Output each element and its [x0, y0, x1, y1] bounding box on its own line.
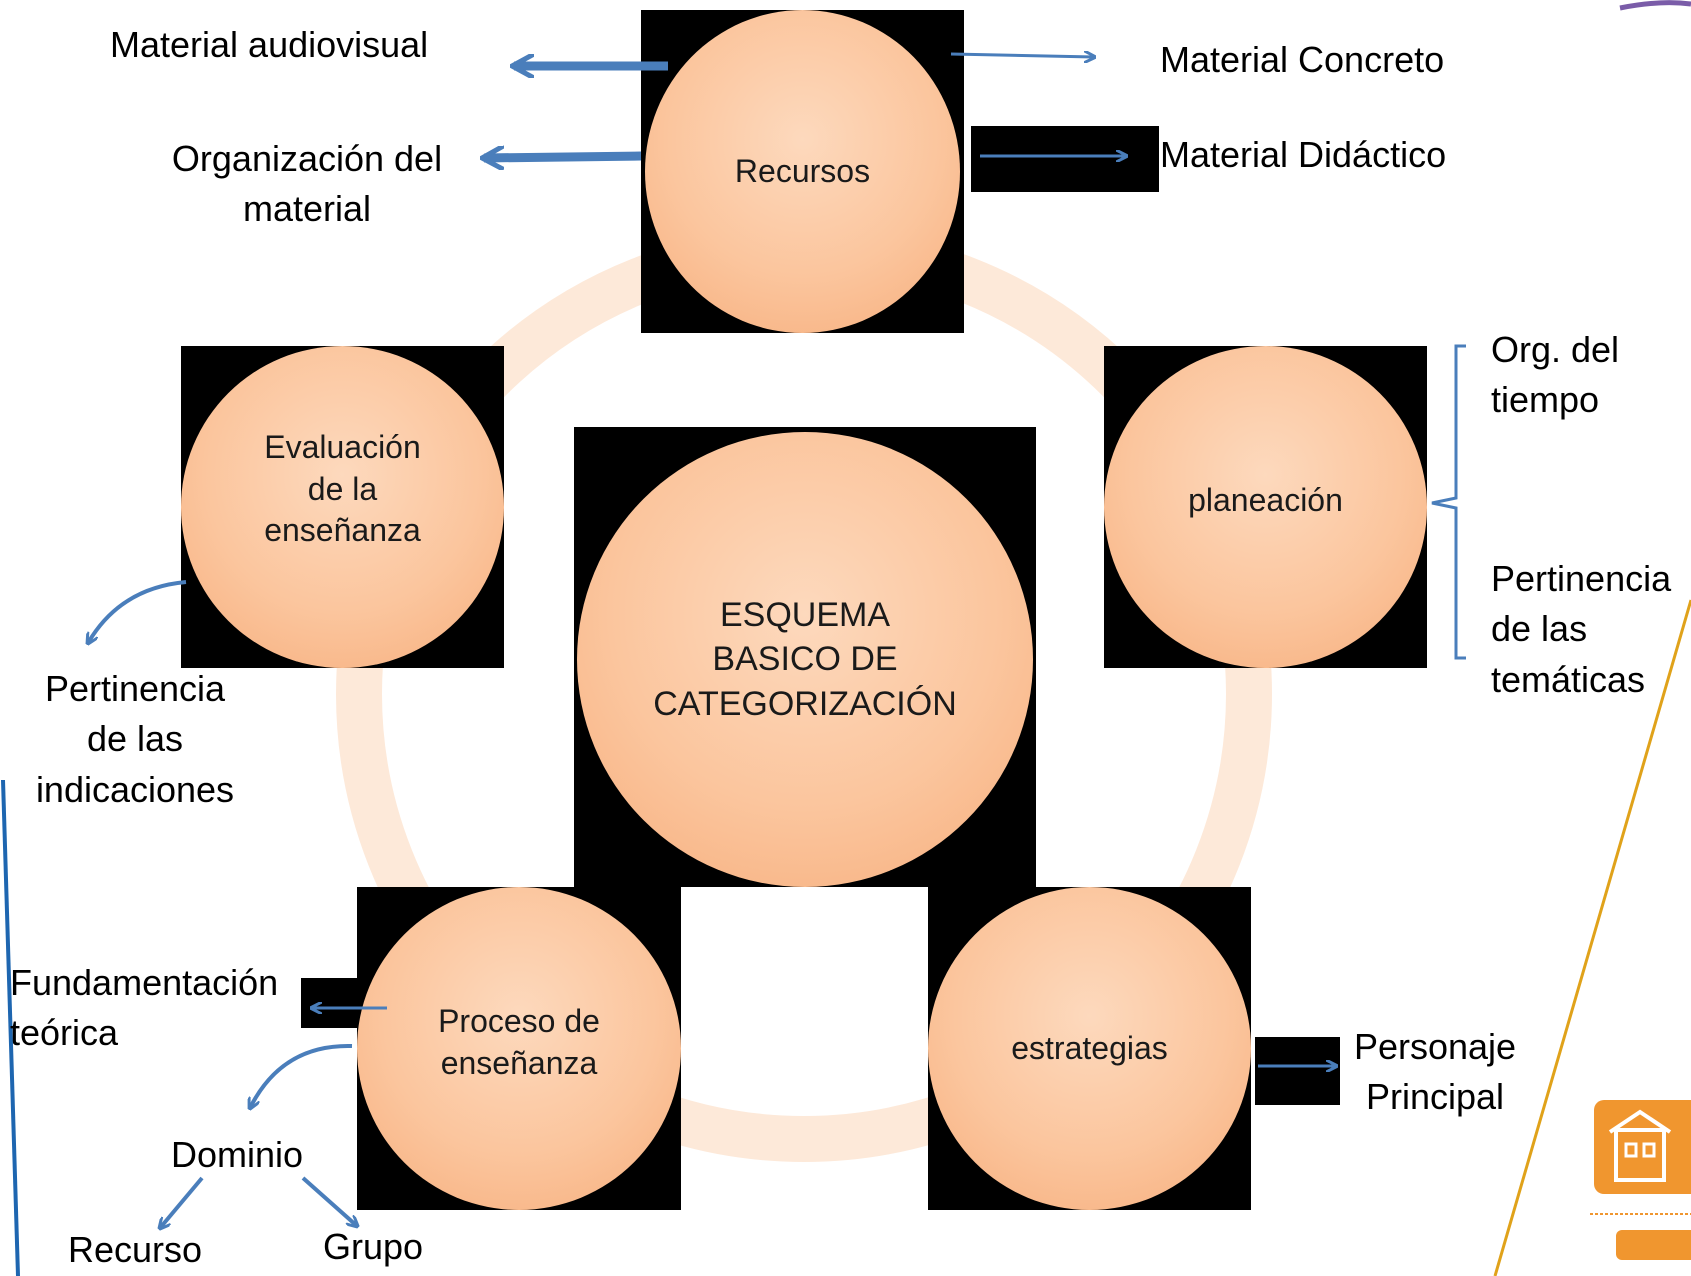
label-org-tiempo: Org. del tiempo — [1491, 329, 1620, 421]
label-material-didactico: Material Didáctico — [1160, 134, 1447, 175]
node-planeacion-label: planeación — [1188, 482, 1343, 519]
node-estrategias-label: estrategias — [1011, 1029, 1168, 1066]
arrow-grupo — [301, 1176, 357, 1226]
node-estrategias: estrategias — [928, 887, 1251, 1210]
arrow-recurso — [160, 1176, 204, 1228]
arrow-organizacion — [484, 156, 642, 158]
node-evaluacion-label: Evaluación de la enseñanza — [264, 429, 421, 549]
planeacion-bracket — [1431, 344, 1466, 660]
node-proceso-label: Proceso de enseñanza — [438, 1002, 600, 1081]
node-proceso: Proceso de enseñanza — [357, 887, 681, 1210]
university-logo — [1594, 1100, 1691, 1194]
arrow-material-concreto — [950, 54, 1094, 57]
node-recursos: Recursos — [645, 10, 960, 333]
node-center: ESQUEMA BASICO DE CATEGORIZACIÓN — [577, 432, 1033, 887]
label-organizacion-material: Organización del material — [171, 138, 443, 230]
label-pertinencia-indicaciones: Pertinencia de las indicaciones — [35, 668, 235, 810]
node-evaluacion: Evaluación de la enseñanza — [181, 346, 504, 668]
label-fundamentacion: Fundamentación teórica — [10, 962, 279, 1054]
arrow-dominio — [250, 1043, 353, 1108]
label-recurso: Recurso — [68, 1229, 203, 1270]
label-pertinencia-tematicas: Pertinencia de las temáticas — [1491, 558, 1672, 700]
label-grupo: Grupo — [323, 1226, 424, 1267]
label-material-audiovisual: Material audiovisual — [110, 24, 429, 65]
label-material-concreto: Material Concreto — [1160, 39, 1445, 80]
label-dominio: Dominio — [171, 1134, 304, 1175]
logo-badge — [1616, 1230, 1691, 1260]
node-recursos-label: Recursos — [734, 152, 871, 189]
arrow-pertinencia-indicaciones — [88, 580, 187, 643]
node-planeacion: planeación — [1104, 346, 1427, 668]
label-personaje-principal: Personaje Principal — [1340, 1022, 1530, 1123]
building-icon — [1608, 1109, 1672, 1182]
logo-caption — [1590, 1205, 1691, 1215]
center-title: ESQUEMA BASICO DE CATEGORIZACIÓN — [653, 596, 957, 723]
